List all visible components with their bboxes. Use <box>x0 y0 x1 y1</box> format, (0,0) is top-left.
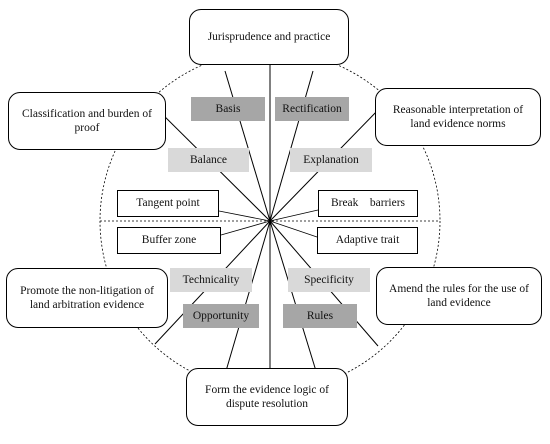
tag-rules: Rules <box>283 304 357 328</box>
tag-technicality: Technicality <box>170 268 252 292</box>
node-adaptive-trait: Adaptive trait <box>317 227 418 254</box>
tag-basis: Basis <box>191 97 265 121</box>
tag-balance: Balance <box>168 148 249 172</box>
spoke-break-barriers <box>269 209 319 222</box>
node-promote-non-litigation: Promote the non-litigation of land arbit… <box>6 268 168 328</box>
node-evidence-logic: Form the evidence logic of dispute resol… <box>186 368 348 426</box>
spoke-rectification <box>269 70 314 222</box>
node-tangent-point: Tangent point <box>117 190 219 217</box>
spoke-opportunity <box>225 220 271 372</box>
spoke-rules <box>269 220 317 372</box>
node-break-barriers: Break barriers <box>318 190 418 217</box>
node-classification-burden: Classification and burden of proof <box>8 92 166 150</box>
node-jurisprudence-and-practice: Jurisprudence and practice <box>189 9 349 65</box>
tag-opportunity: Opportunity <box>183 304 259 328</box>
spoke-tangent-point <box>218 210 271 222</box>
node-buffer-zone: Buffer zone <box>117 227 221 254</box>
spoke-basis <box>224 70 271 222</box>
tag-specificity: Specificity <box>288 268 370 292</box>
tag-explanation: Explanation <box>290 148 372 172</box>
tag-rectification: Rectification <box>275 97 349 121</box>
spoke-buffer-zone <box>220 220 271 236</box>
spoke-adaptive-trait <box>269 220 318 238</box>
node-reasonable-interpretation: Reasonable interpretation of land eviden… <box>375 88 541 146</box>
node-amend-rules: Amend the rules for the use of land evid… <box>376 267 542 325</box>
